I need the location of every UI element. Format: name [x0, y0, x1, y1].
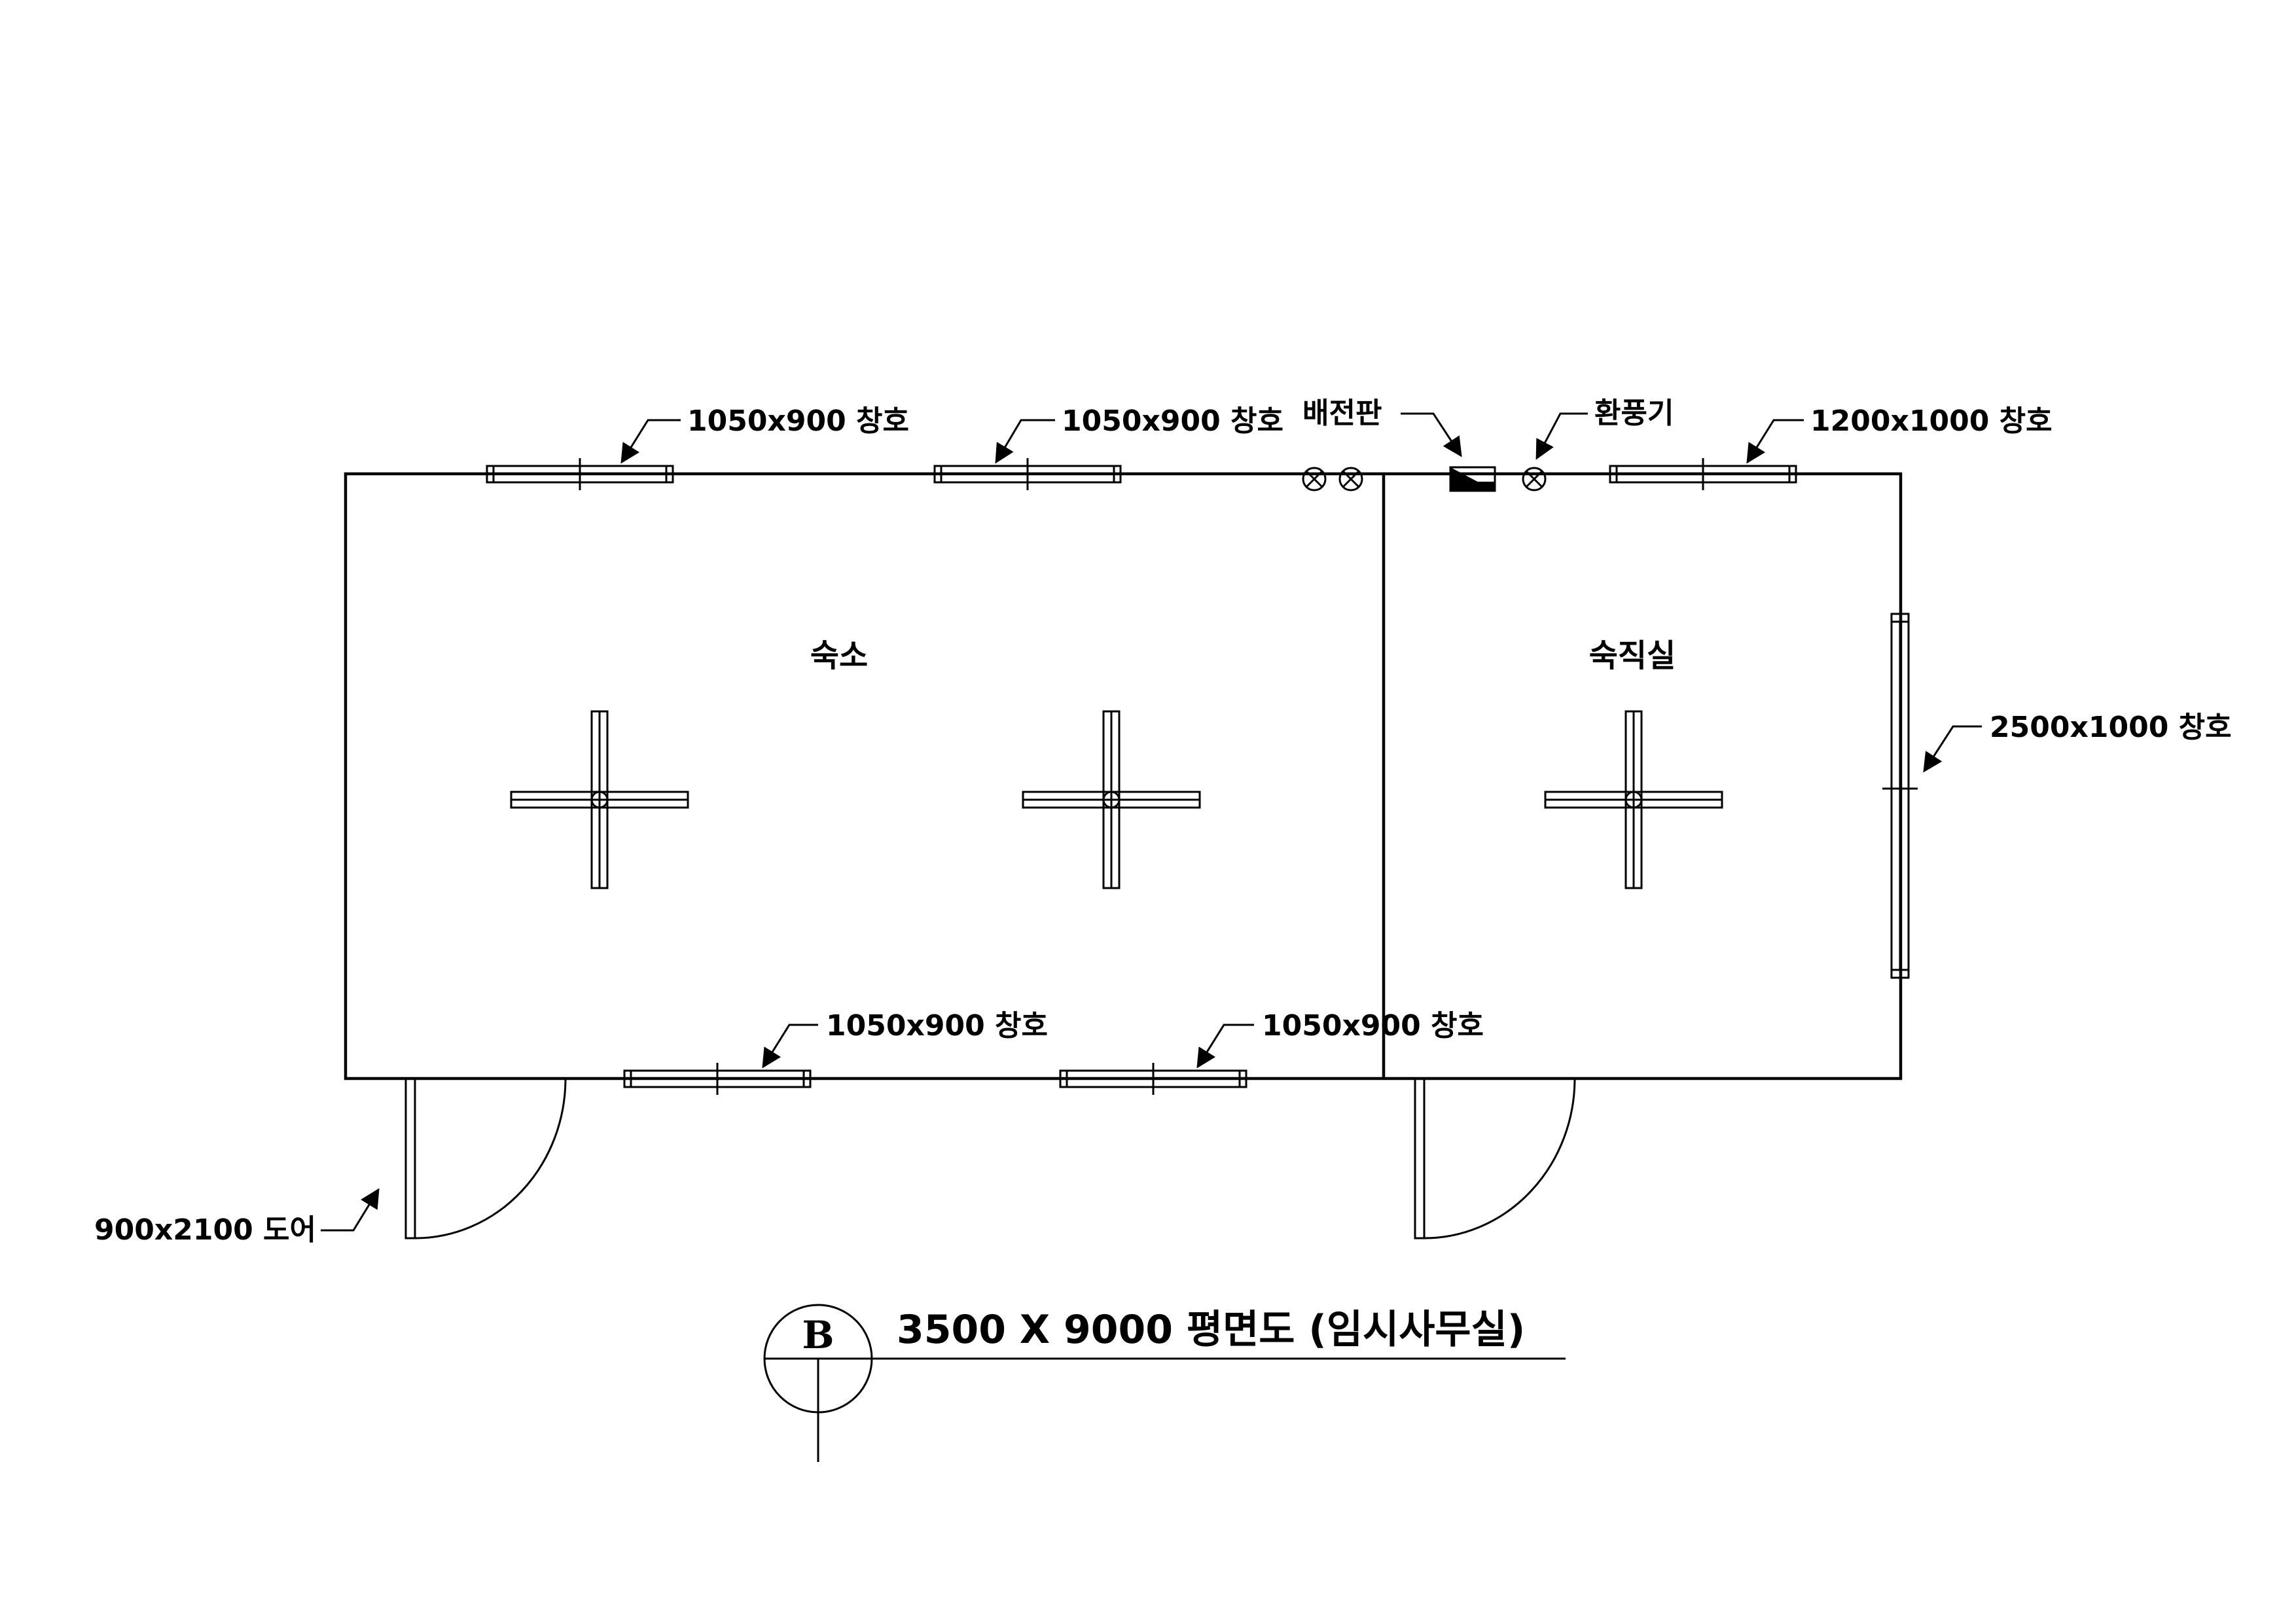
label-window-bottom-2: 1050x900 창호 — [1262, 1009, 1484, 1043]
leader-window-top-1 — [620, 419, 681, 464]
outlet-symbol — [1338, 467, 1363, 491]
drawing-title: 3500 X 9000 평면도 (임시사무실) — [897, 1307, 1525, 1353]
label-window-top-3: 1200x1000 창호 — [1810, 404, 2053, 438]
section-marker — [763, 1304, 1566, 1462]
leader-panel — [1401, 412, 1462, 457]
door-right — [1414, 1077, 1576, 1240]
light-fixture — [510, 710, 689, 889]
label-window-right: 2500x1000 창호 — [1990, 711, 2232, 744]
light-fixture — [1022, 710, 1201, 889]
label-window-top-1: 1050x900 창호 — [687, 404, 909, 438]
label-window-bottom-1: 1050x900 창호 — [826, 1009, 1048, 1043]
label-door: 900x2100 도어 — [94, 1213, 316, 1247]
leader-ventilator — [1535, 412, 1588, 460]
ventilator-symbol — [1522, 467, 1547, 491]
window-bottom-2 — [1059, 1063, 1247, 1095]
label-window-top-2: 1050x900 창호 — [1062, 404, 1283, 438]
door-left — [404, 1077, 567, 1240]
room-label-duty-room: 숙직실 — [1589, 637, 1676, 674]
room-label-dorm: 숙소 — [810, 637, 868, 674]
panel-board-symbol — [1449, 466, 1496, 492]
label-ventilator: 환풍기 — [1594, 397, 1674, 430]
leader-window-top-2 — [995, 419, 1055, 464]
window-bottom-1 — [623, 1063, 812, 1095]
label-panel: 배전판 — [1302, 397, 1382, 430]
section-marker-letter: B — [802, 1313, 834, 1357]
outlet-symbol — [1302, 467, 1327, 491]
outer-wall — [344, 472, 1903, 1080]
light-fixture — [1544, 710, 1723, 889]
window-top-1 — [486, 458, 674, 490]
leader-window-bottom-1 — [762, 1024, 818, 1069]
window-top-2 — [933, 458, 1122, 490]
window-top-3 — [1609, 458, 1797, 490]
leader-window-top-3 — [1746, 419, 1804, 464]
leader-window-right — [1923, 725, 1982, 773]
leader-door — [321, 1188, 380, 1232]
leader-window-bottom-2 — [1196, 1024, 1254, 1069]
window-right — [1882, 613, 1918, 979]
